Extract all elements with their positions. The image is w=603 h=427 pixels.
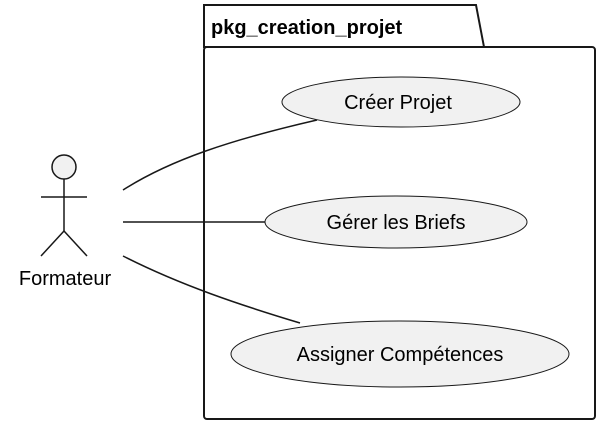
use-case-label: Gérer les Briefs <box>327 212 466 234</box>
use-case-gerer-les-briefs: Gérer les Briefs <box>264 195 528 249</box>
use-case-ellipse <box>281 76 521 128</box>
actor-right-leg <box>63 230 88 257</box>
association-line-creer-projet <box>122 119 318 191</box>
association-line-assigner-competences <box>122 255 301 324</box>
use-case-ellipse <box>264 195 528 249</box>
associations <box>122 119 318 324</box>
use-case-assigner-competences: Assigner Compétences <box>230 320 570 388</box>
package-name: pkg_creation_projet <box>211 17 403 39</box>
actor: Formateur <box>19 154 112 290</box>
use-case-label: Assigner Compétences <box>297 344 504 366</box>
actor-head <box>51 154 77 180</box>
use-case-label: Créer Projet <box>344 92 452 114</box>
use-case-ellipse <box>230 320 570 388</box>
use-case-creer-projet: Créer Projet <box>281 76 521 128</box>
actor-left-leg <box>40 230 65 257</box>
actor-label: Formateur <box>19 268 112 290</box>
